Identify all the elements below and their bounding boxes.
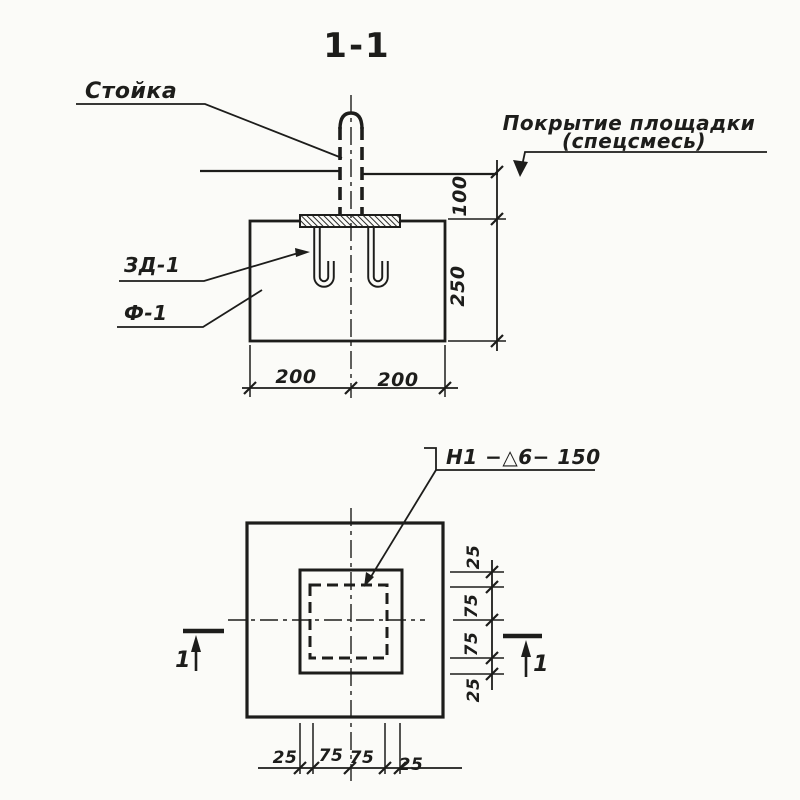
weld-flag-bracket bbox=[424, 447, 437, 470]
section-title: 1-1 bbox=[323, 26, 390, 66]
weld-leader-line bbox=[368, 469, 437, 581]
dim-right-75-lower: 75 bbox=[462, 632, 482, 657]
post-leader-line bbox=[76, 103, 343, 159]
dim-bottom-25-left: 25 bbox=[273, 748, 298, 768]
foundation-block bbox=[248, 219, 447, 343]
section-marker-left: 1 bbox=[175, 628, 224, 673]
anchor-hook-right bbox=[367, 228, 389, 288]
section-marker-right-arrow bbox=[521, 640, 531, 657]
weld-callout: Н1 −△6− 150 bbox=[364, 445, 601, 587]
dim-ticks-bottom-section bbox=[243, 381, 452, 395]
dim-right-half: 200 bbox=[377, 369, 418, 391]
right-dimension-chain: 25 75 75 25 bbox=[450, 545, 504, 703]
bottom-chain-extension-lines bbox=[299, 723, 401, 774]
section-mark-left-label: 1 bbox=[175, 648, 191, 673]
bottom-dimension-section: 200 200 bbox=[242, 345, 458, 397]
dim-foundation-height: 250 bbox=[447, 265, 469, 306]
dim-cover-depth: 100 bbox=[449, 175, 471, 216]
foundation-leader-line bbox=[117, 289, 263, 328]
coating-label-line1: Покрытие площадки bbox=[503, 111, 756, 135]
dim-right-25-top: 25 bbox=[464, 545, 484, 570]
right-chain-ticks bbox=[485, 565, 499, 681]
post-label: Стойка bbox=[85, 79, 177, 104]
bottom-dimension-chain: 25 75 75 25 bbox=[258, 723, 462, 775]
dim-right-75-upper: 75 bbox=[462, 594, 482, 619]
anchor-hook-left bbox=[313, 228, 335, 288]
section-view: 1-1 Стойка Покрытие площадки (спецсме bbox=[76, 26, 767, 398]
dim-bottom-75-right: 75 bbox=[350, 748, 375, 768]
plan-post-hidden-outline bbox=[308, 583, 389, 660]
dim-right-25-bottom: 25 bbox=[464, 678, 484, 703]
section-mark-right-label: 1 bbox=[533, 652, 549, 677]
right-chain-extension-lines bbox=[450, 571, 504, 675]
plan-view: Н1 −△6− 150 25 75 75 bbox=[175, 445, 601, 781]
dim-left-half: 200 bbox=[275, 366, 316, 388]
weld-leader-arrow bbox=[364, 572, 374, 587]
weld-label: Н1 −△6− 150 bbox=[446, 445, 601, 469]
coating-label-line2: (спецсмесь) bbox=[562, 129, 706, 153]
bottom-chain-ticks bbox=[293, 761, 407, 775]
coating-leader-arrow bbox=[513, 160, 528, 177]
section-marker-right: 1 bbox=[503, 633, 549, 677]
foundation-label: Ф-1 bbox=[124, 301, 168, 325]
embed-label: ЗД-1 bbox=[123, 253, 180, 277]
dim-ticks-vertical bbox=[490, 165, 504, 348]
plan-foundation-outline bbox=[245, 521, 445, 719]
coating-leader-line bbox=[521, 151, 767, 167]
embed-leader-arrow bbox=[295, 248, 310, 257]
section-marker-left-arrow bbox=[191, 635, 201, 652]
dim-bottom-75-left: 75 bbox=[319, 746, 344, 766]
dim-bottom-25-right: 25 bbox=[399, 755, 424, 775]
vertical-dimension: 100 250 bbox=[447, 160, 506, 351]
anchor-plate bbox=[299, 214, 401, 228]
